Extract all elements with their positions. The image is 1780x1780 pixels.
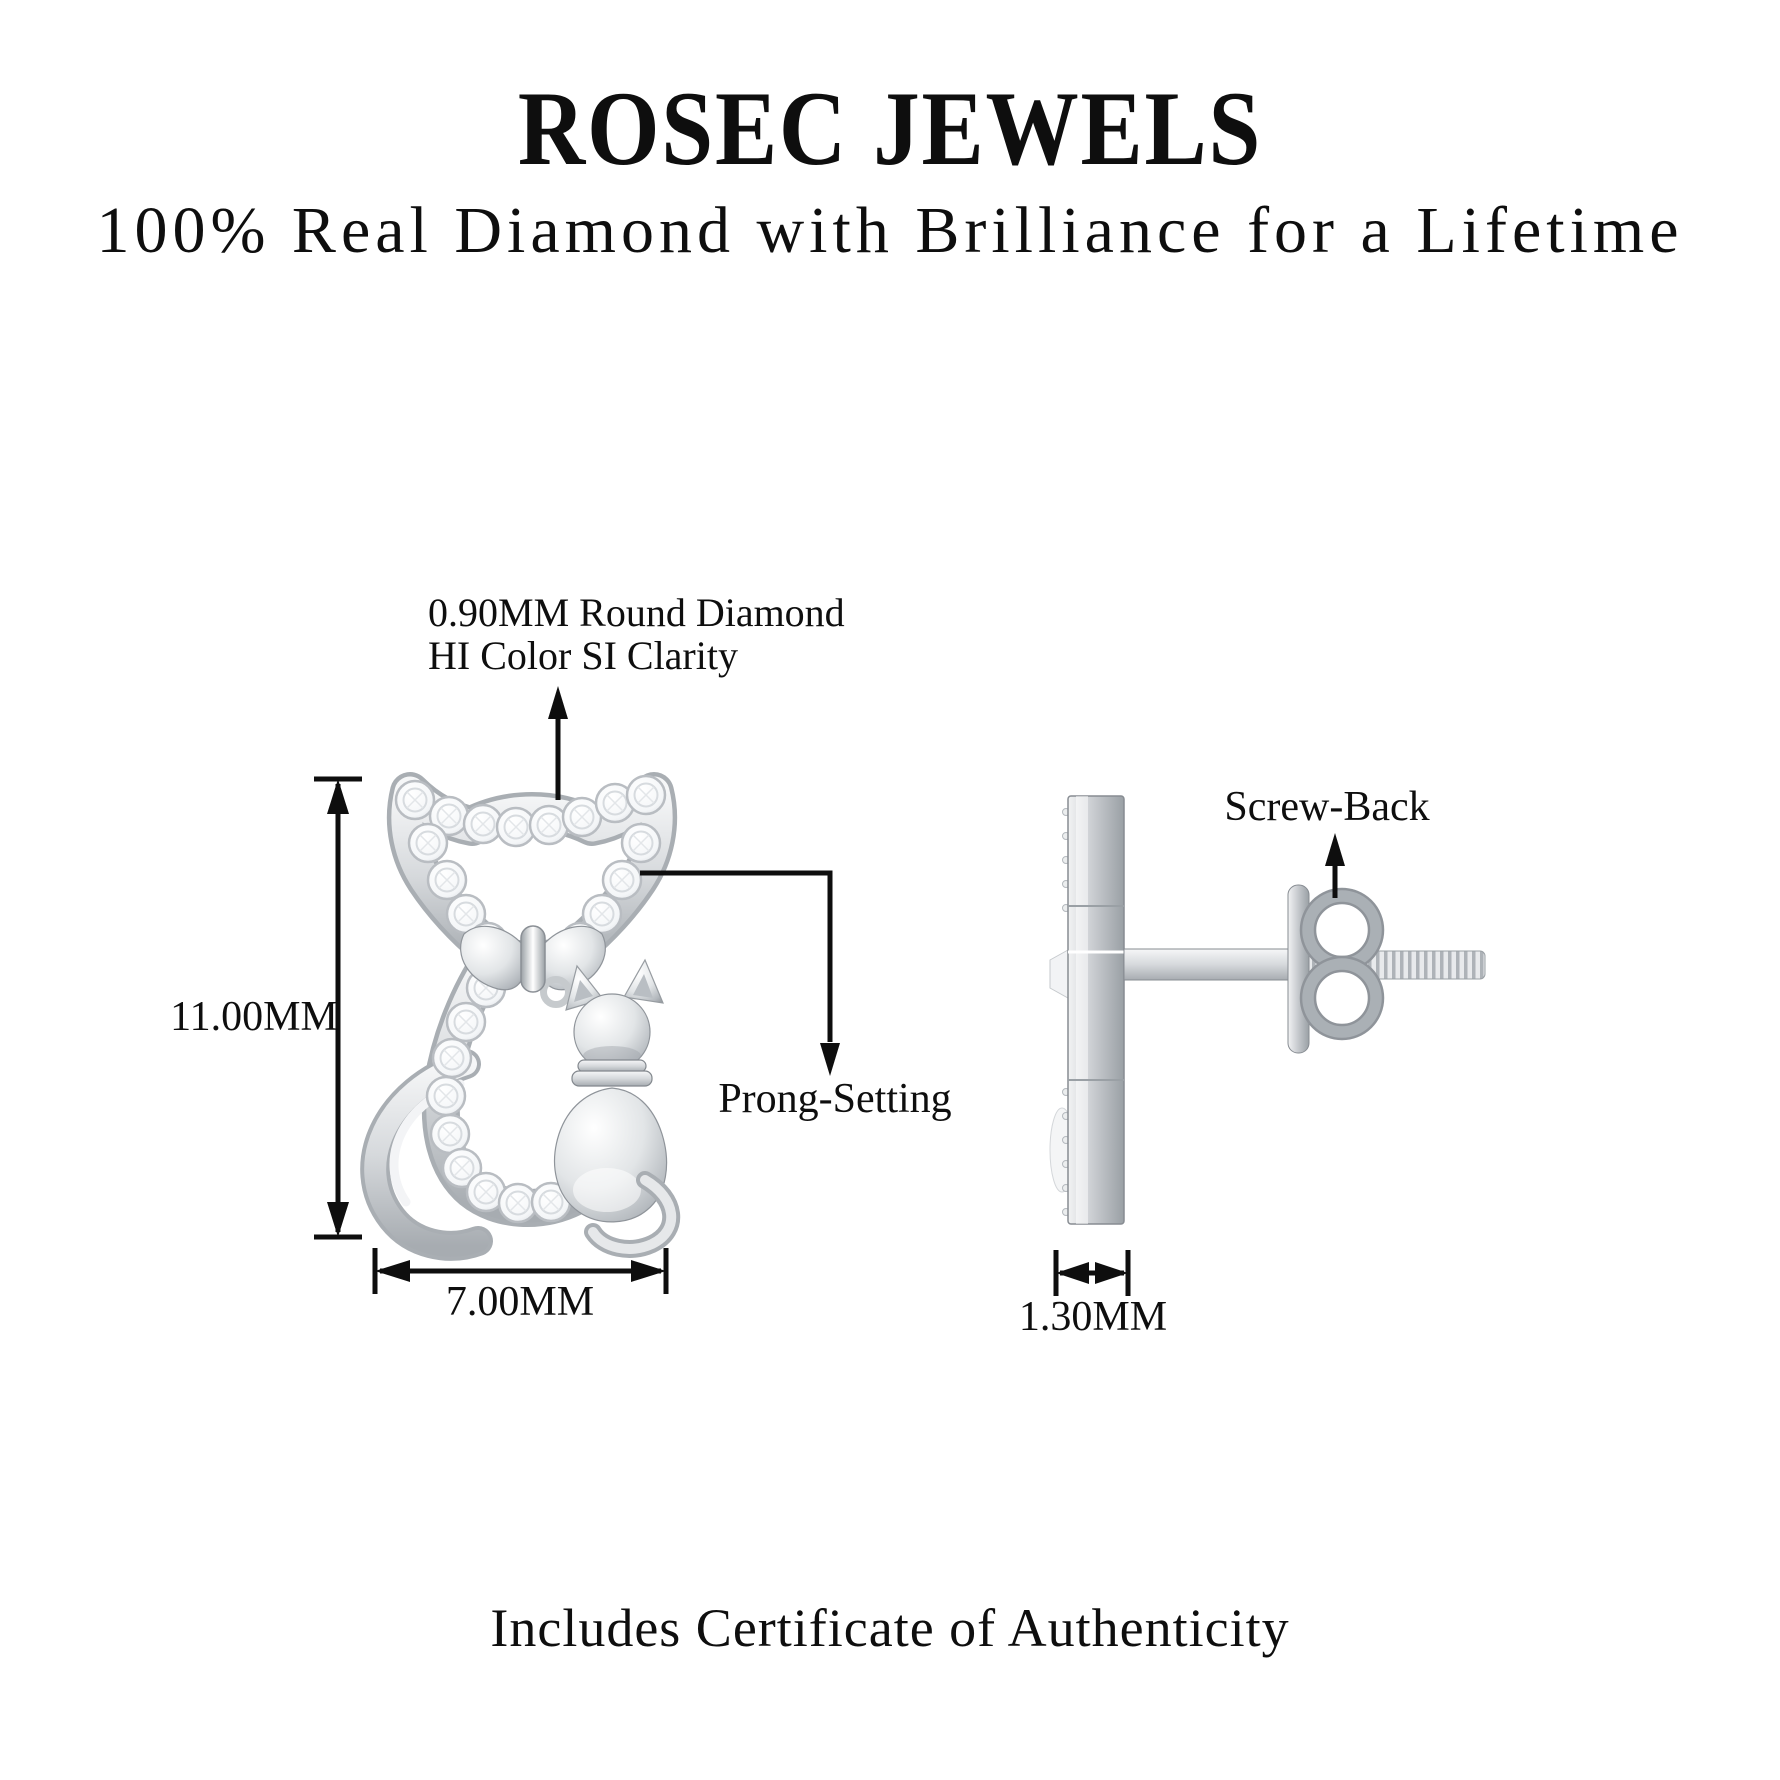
height-dimension-label: 11.00MM [170,994,338,1040]
diamond [394,779,436,821]
diamond [407,822,449,864]
diamond [425,1075,467,1117]
tagline: 100% Real Diamond with Brilliance for a … [96,194,1684,267]
diamond [601,859,643,901]
kitten-collar [571,1070,653,1087]
clutch-ring-bottom [1299,955,1385,1041]
thickness-dimension-label: 1.30MM [1018,1294,1168,1340]
down-arrowhead [820,1043,840,1076]
diamond [625,774,667,816]
diamond [620,822,662,864]
kitten-left-ear-inner [574,980,593,1002]
width-dimension-label: 7.00MM [445,1279,595,1325]
brand-title: ROSEC JEWELS [517,70,1263,187]
up-arrowhead [327,779,349,814]
front-earring-illustration [360,772,681,1261]
diamond [426,859,468,901]
left-arrowhead [1056,1262,1089,1284]
ear-post [1123,948,1291,981]
kitten-right-ear-inner [633,974,653,998]
diamond [528,804,570,846]
bail-loop [540,976,572,1008]
up-arrowhead [548,686,568,719]
kitten-collar [577,1059,647,1073]
certificate-note: Includes Certificate of Authenticity [490,1598,1290,1658]
prong-leader-arrow [640,870,840,1076]
prong-setting-label: Prong-Setting [718,1076,952,1122]
bow-knot [460,925,606,1008]
diamond [431,1037,473,1079]
stone-leader-arrow [548,686,568,800]
stone-profile [1049,949,1069,999]
diamond [445,1001,487,1043]
right-arrowhead [631,1260,666,1282]
screwback-leader-arrow [1325,833,1345,898]
left-arrowhead [375,1260,410,1282]
width-dimension-line [372,1248,669,1294]
side-earring-illustration [1049,795,1486,1225]
right-arrowhead [1095,1262,1128,1284]
diamond [429,1113,471,1155]
down-arrowhead [327,1202,349,1237]
height-dimension-line [314,776,362,1240]
stone-annotation-line1: 0.90MM Round Diamond [428,590,845,635]
kitten-silhouette [553,958,681,1258]
stone-annotation-line2: HI Color SI Clarity [428,633,738,678]
thickness-dimension-line [1053,1250,1131,1296]
up-arrowhead [1325,833,1345,866]
screw-back-label: Screw-Back [1224,784,1430,830]
